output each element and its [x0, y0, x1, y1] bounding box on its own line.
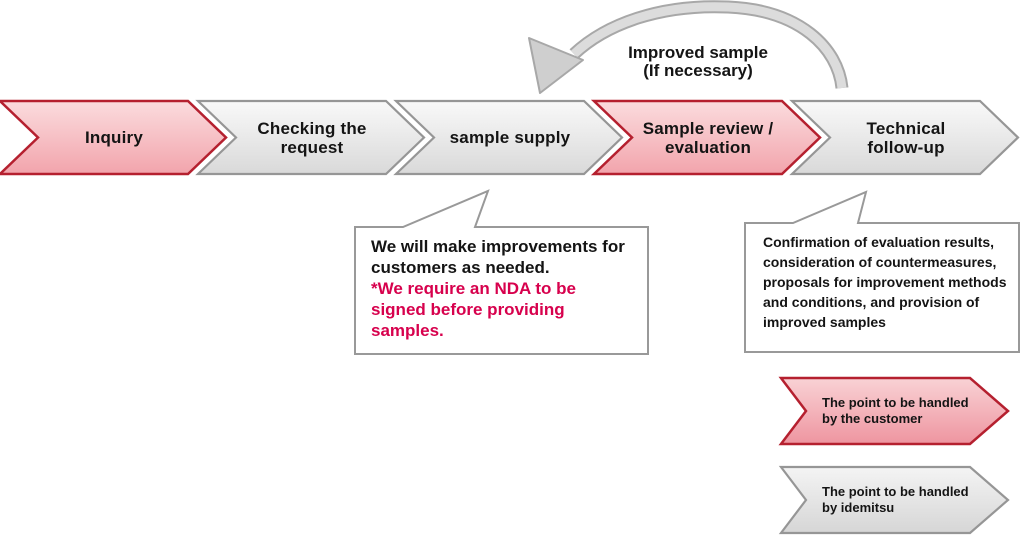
- callout-sample-supply-bubble: [354, 189, 649, 355]
- step-label-line: sample supply: [449, 128, 571, 147]
- step-arrow-sample-review: [590, 99, 822, 176]
- loop-arrow-label-line: Improved sample: [628, 43, 768, 62]
- step-arrow-sample-supply: [393, 99, 624, 176]
- step-arrow-checking-request: [195, 99, 426, 176]
- step-label-line: evaluation: [664, 137, 752, 157]
- legend-label-line: The point to be handled: [822, 484, 969, 499]
- callout-nda-note: *We require an NDA to be signed before p…: [371, 279, 576, 340]
- legend-customer-arrow: [778, 376, 1010, 446]
- step-label-checking-request: Checking the request: [216, 101, 408, 174]
- callout-technical-follow-up-text: Confirmation of evaluation results, cons…: [745, 223, 1019, 332]
- step-label-technical-follow-up: Technical follow-up: [810, 101, 1002, 174]
- step-label-line: Technical: [866, 118, 946, 138]
- step-label-sample-review: Sample review / evaluation: [612, 101, 804, 174]
- legend-label-line: by the customer: [822, 411, 923, 426]
- legend-idemitsu-arrow: [778, 465, 1010, 535]
- step-arrow-inquiry: [0, 99, 228, 176]
- step-label-line: Checking the: [257, 118, 367, 138]
- step-label-line: Sample review /: [642, 118, 774, 138]
- step-label-sample-supply: sample supply: [414, 101, 606, 174]
- step-label-inquiry: Inquiry: [18, 101, 210, 174]
- callout-followup-text: Confirmation of evaluation results, cons…: [763, 234, 1007, 330]
- step-label-line: Inquiry: [84, 128, 144, 147]
- legend-idemitsu-label: The point to be handled by idemitsu: [822, 467, 1002, 533]
- callout-technical-follow-up-bubble: [744, 190, 1020, 353]
- callout-black-text: We will make improvements for customers …: [371, 237, 625, 277]
- legend-customer-label: The point to be handled by the customer: [822, 378, 1002, 444]
- loop-arrowhead-icon: [528, 37, 584, 94]
- step-label-line: request: [280, 137, 344, 157]
- legend-label-line: by idemitsu: [822, 500, 895, 515]
- callout-sample-supply-text: We will make improvements for customers …: [355, 227, 648, 341]
- step-label-line: follow-up: [867, 137, 945, 157]
- loop-arrow-label-line: (If necessary): [643, 61, 753, 80]
- loop-arrow-band: [570, 2, 847, 89]
- loop-arrow-label: Improved sample (If necessary): [600, 44, 796, 80]
- step-arrow-technical-follow-up: [789, 99, 1020, 176]
- legend-label-line: The point to be handled: [822, 395, 969, 410]
